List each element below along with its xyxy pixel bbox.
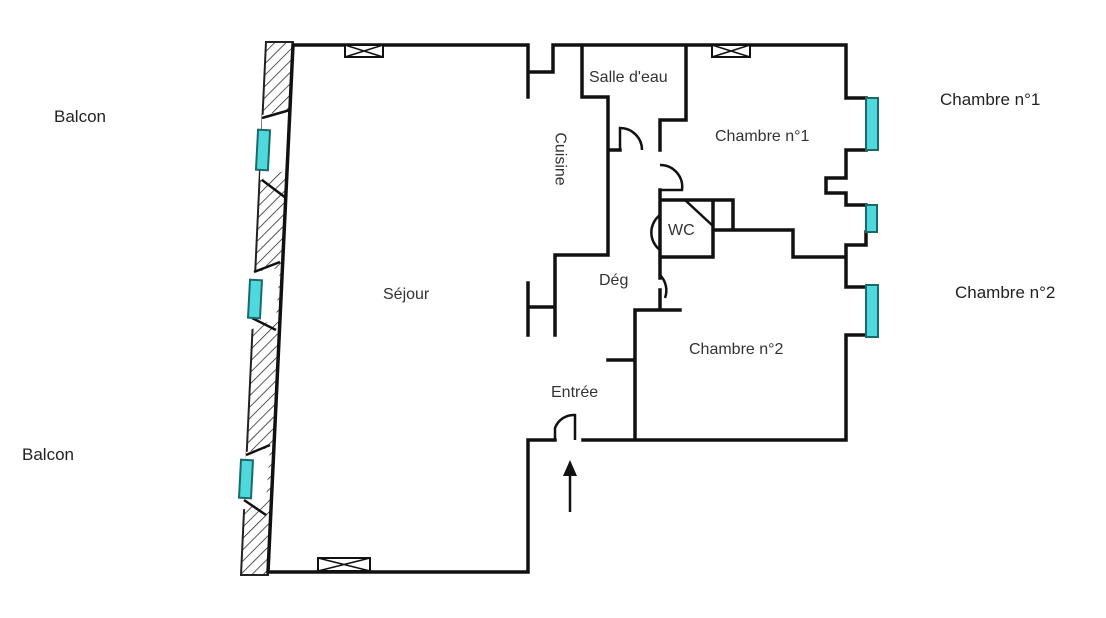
vent [344, 44, 384, 58]
window [246, 278, 264, 320]
window [865, 284, 879, 338]
room-chambre1: Chambre n°1 [715, 128, 810, 145]
room-deg: Dég [599, 272, 629, 289]
room-sejour: Séjour [383, 286, 430, 303]
window [865, 97, 879, 151]
room-entree: Entrée [551, 384, 599, 401]
chambre1-side-label: Chambre n°1 [940, 90, 1041, 109]
vent [711, 44, 751, 58]
window [865, 204, 878, 233]
room-cuisine: Cuisine [551, 132, 569, 186]
window [254, 128, 272, 172]
balcon-label-bottom: Balcon [22, 445, 74, 464]
room-salle-deau: Salle d'eau [589, 69, 668, 86]
vent [317, 557, 371, 572]
window [237, 458, 255, 500]
chambre2-side-label: Chambre n°2 [955, 283, 1056, 302]
balcon-label-top: Balcon [54, 107, 106, 126]
walls [266, 43, 868, 574]
entrance-arrow-icon [563, 460, 577, 512]
room-chambre2: Chambre n°2 [689, 341, 784, 358]
room-wc: WC [668, 222, 695, 239]
